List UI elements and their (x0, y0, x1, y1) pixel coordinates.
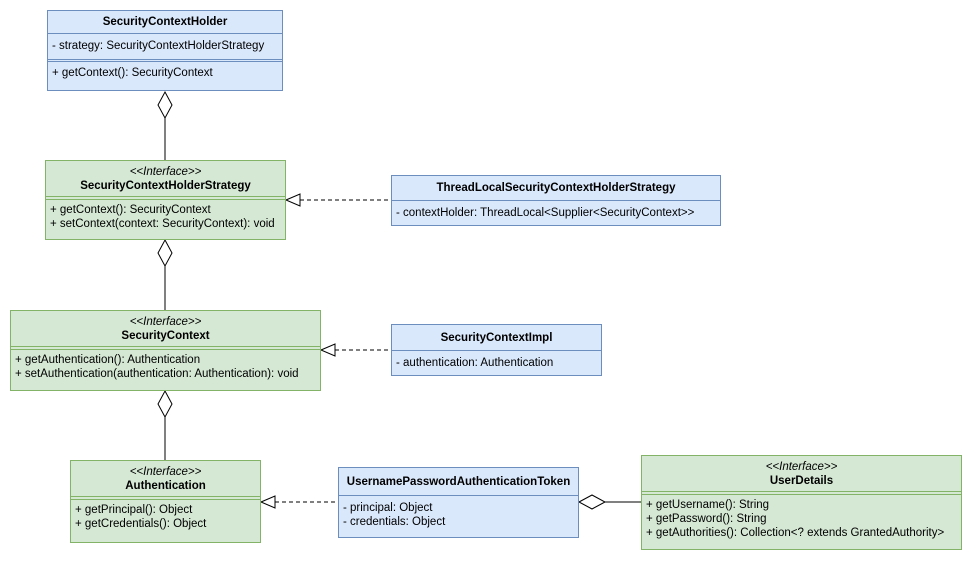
class-name: UsernamePasswordAuthenticationToken (346, 476, 571, 488)
class-header: UsernamePasswordAuthenticationToken (339, 468, 578, 496)
attribute: - strategy: SecurityContextHolderStrateg… (52, 40, 265, 52)
class-username-password-authentication-token: UsernamePasswordAuthenticationToken - pr… (338, 467, 579, 538)
method: + getPassword(): String (646, 513, 767, 525)
separator (642, 492, 961, 495)
methods-section: + getContext(): SecurityContext (48, 62, 282, 84)
method: + getPrincipal(): Object (75, 504, 193, 516)
aggregation-diamond-holder (157, 90, 173, 120)
method: + getUsername(): String (646, 499, 770, 511)
interface-user-details: <<Interface>> UserDetails + getUsername(… (641, 455, 962, 550)
separator (71, 497, 260, 500)
class-header: <<Interface>> UserDetails (642, 456, 961, 492)
attributes-section: - strategy: SecurityContextHolderStrateg… (48, 34, 282, 60)
class-name: SecurityContextHolderStrategy (80, 180, 251, 192)
attribute: - authentication: Authentication (396, 357, 554, 369)
attribute: - credentials: Object (343, 516, 446, 528)
interface-authentication: <<Interface>> Authentication + getPrinci… (70, 460, 261, 543)
attributes-section: - authentication: Authentication (392, 351, 601, 375)
stereotype: <<Interface>> (129, 166, 202, 178)
methods-section: + getContext(): SecurityContext + setCon… (46, 200, 285, 234)
separator (11, 347, 320, 350)
method: + getContext(): SecurityContext (50, 204, 211, 216)
realization-arrow-threadlocal (284, 193, 301, 207)
realization-arrow-contextimpl (319, 343, 336, 357)
class-name: UserDetails (769, 475, 834, 487)
methods-section: + getAuthentication(): Authentication + … (11, 350, 320, 384)
class-header: ThreadLocalSecurityContextHolderStrategy (392, 176, 720, 201)
interface-security-context-holder-strategy: <<Interface>> SecurityContextHolderStrat… (45, 160, 286, 240)
aggregation-diamond-context (157, 389, 173, 419)
methods-section: + getPrincipal(): Object + getCredential… (71, 500, 260, 534)
class-header: <<Interface>> Authentication (71, 461, 260, 497)
method: + setContext(context: SecurityContext): … (50, 218, 275, 230)
methods-section: + getUsername(): String + getPassword():… (642, 495, 961, 543)
class-threadlocal-security-context-holder-strategy: ThreadLocalSecurityContextHolderStrategy… (391, 175, 721, 226)
method: + getContext(): SecurityContext (52, 67, 213, 79)
attributes-section: - principal: Object - credentials: Objec… (339, 496, 578, 534)
class-name: SecurityContextImpl (440, 332, 553, 344)
stereotype: <<Interface>> (129, 316, 202, 328)
class-header: <<Interface>> SecurityContextHolderStrat… (46, 161, 285, 197)
method: + getAuthentication(): Authentication (15, 354, 201, 366)
aggregation-diamond-token (577, 494, 607, 510)
class-header: SecurityContextImpl (392, 325, 601, 351)
class-name: Authentication (125, 480, 206, 492)
class-name: SecurityContext (121, 330, 210, 342)
class-security-context-holder: SecurityContextHolder - strategy: Securi… (47, 10, 283, 91)
class-header: SecurityContextHolder (48, 11, 282, 34)
class-security-context-impl: SecurityContextImpl - authentication: Au… (391, 324, 602, 376)
separator (48, 60, 282, 62)
attributes-section: - contextHolder: ThreadLocal<Supplier<Se… (392, 201, 720, 225)
class-name: ThreadLocalSecurityContextHolderStrategy (436, 182, 676, 194)
method: + getAuthorities(): Collection<? extends… (646, 527, 945, 539)
stereotype: <<Interface>> (765, 461, 838, 473)
class-name: SecurityContextHolder (102, 16, 228, 28)
attribute: - contextHolder: ThreadLocal<Supplier<Se… (396, 207, 695, 219)
attribute: - principal: Object (343, 502, 433, 514)
aggregation-diamond-strategy (157, 238, 173, 268)
method: + setAuthentication(authentication: Auth… (15, 368, 299, 380)
class-header: <<Interface>> SecurityContext (11, 311, 320, 347)
interface-security-context: <<Interface>> SecurityContext + getAuthe… (10, 310, 321, 391)
realization-arrow-token (259, 495, 276, 509)
method: + getCredentials(): Object (75, 518, 207, 530)
stereotype: <<Interface>> (129, 466, 202, 478)
separator (46, 197, 285, 200)
